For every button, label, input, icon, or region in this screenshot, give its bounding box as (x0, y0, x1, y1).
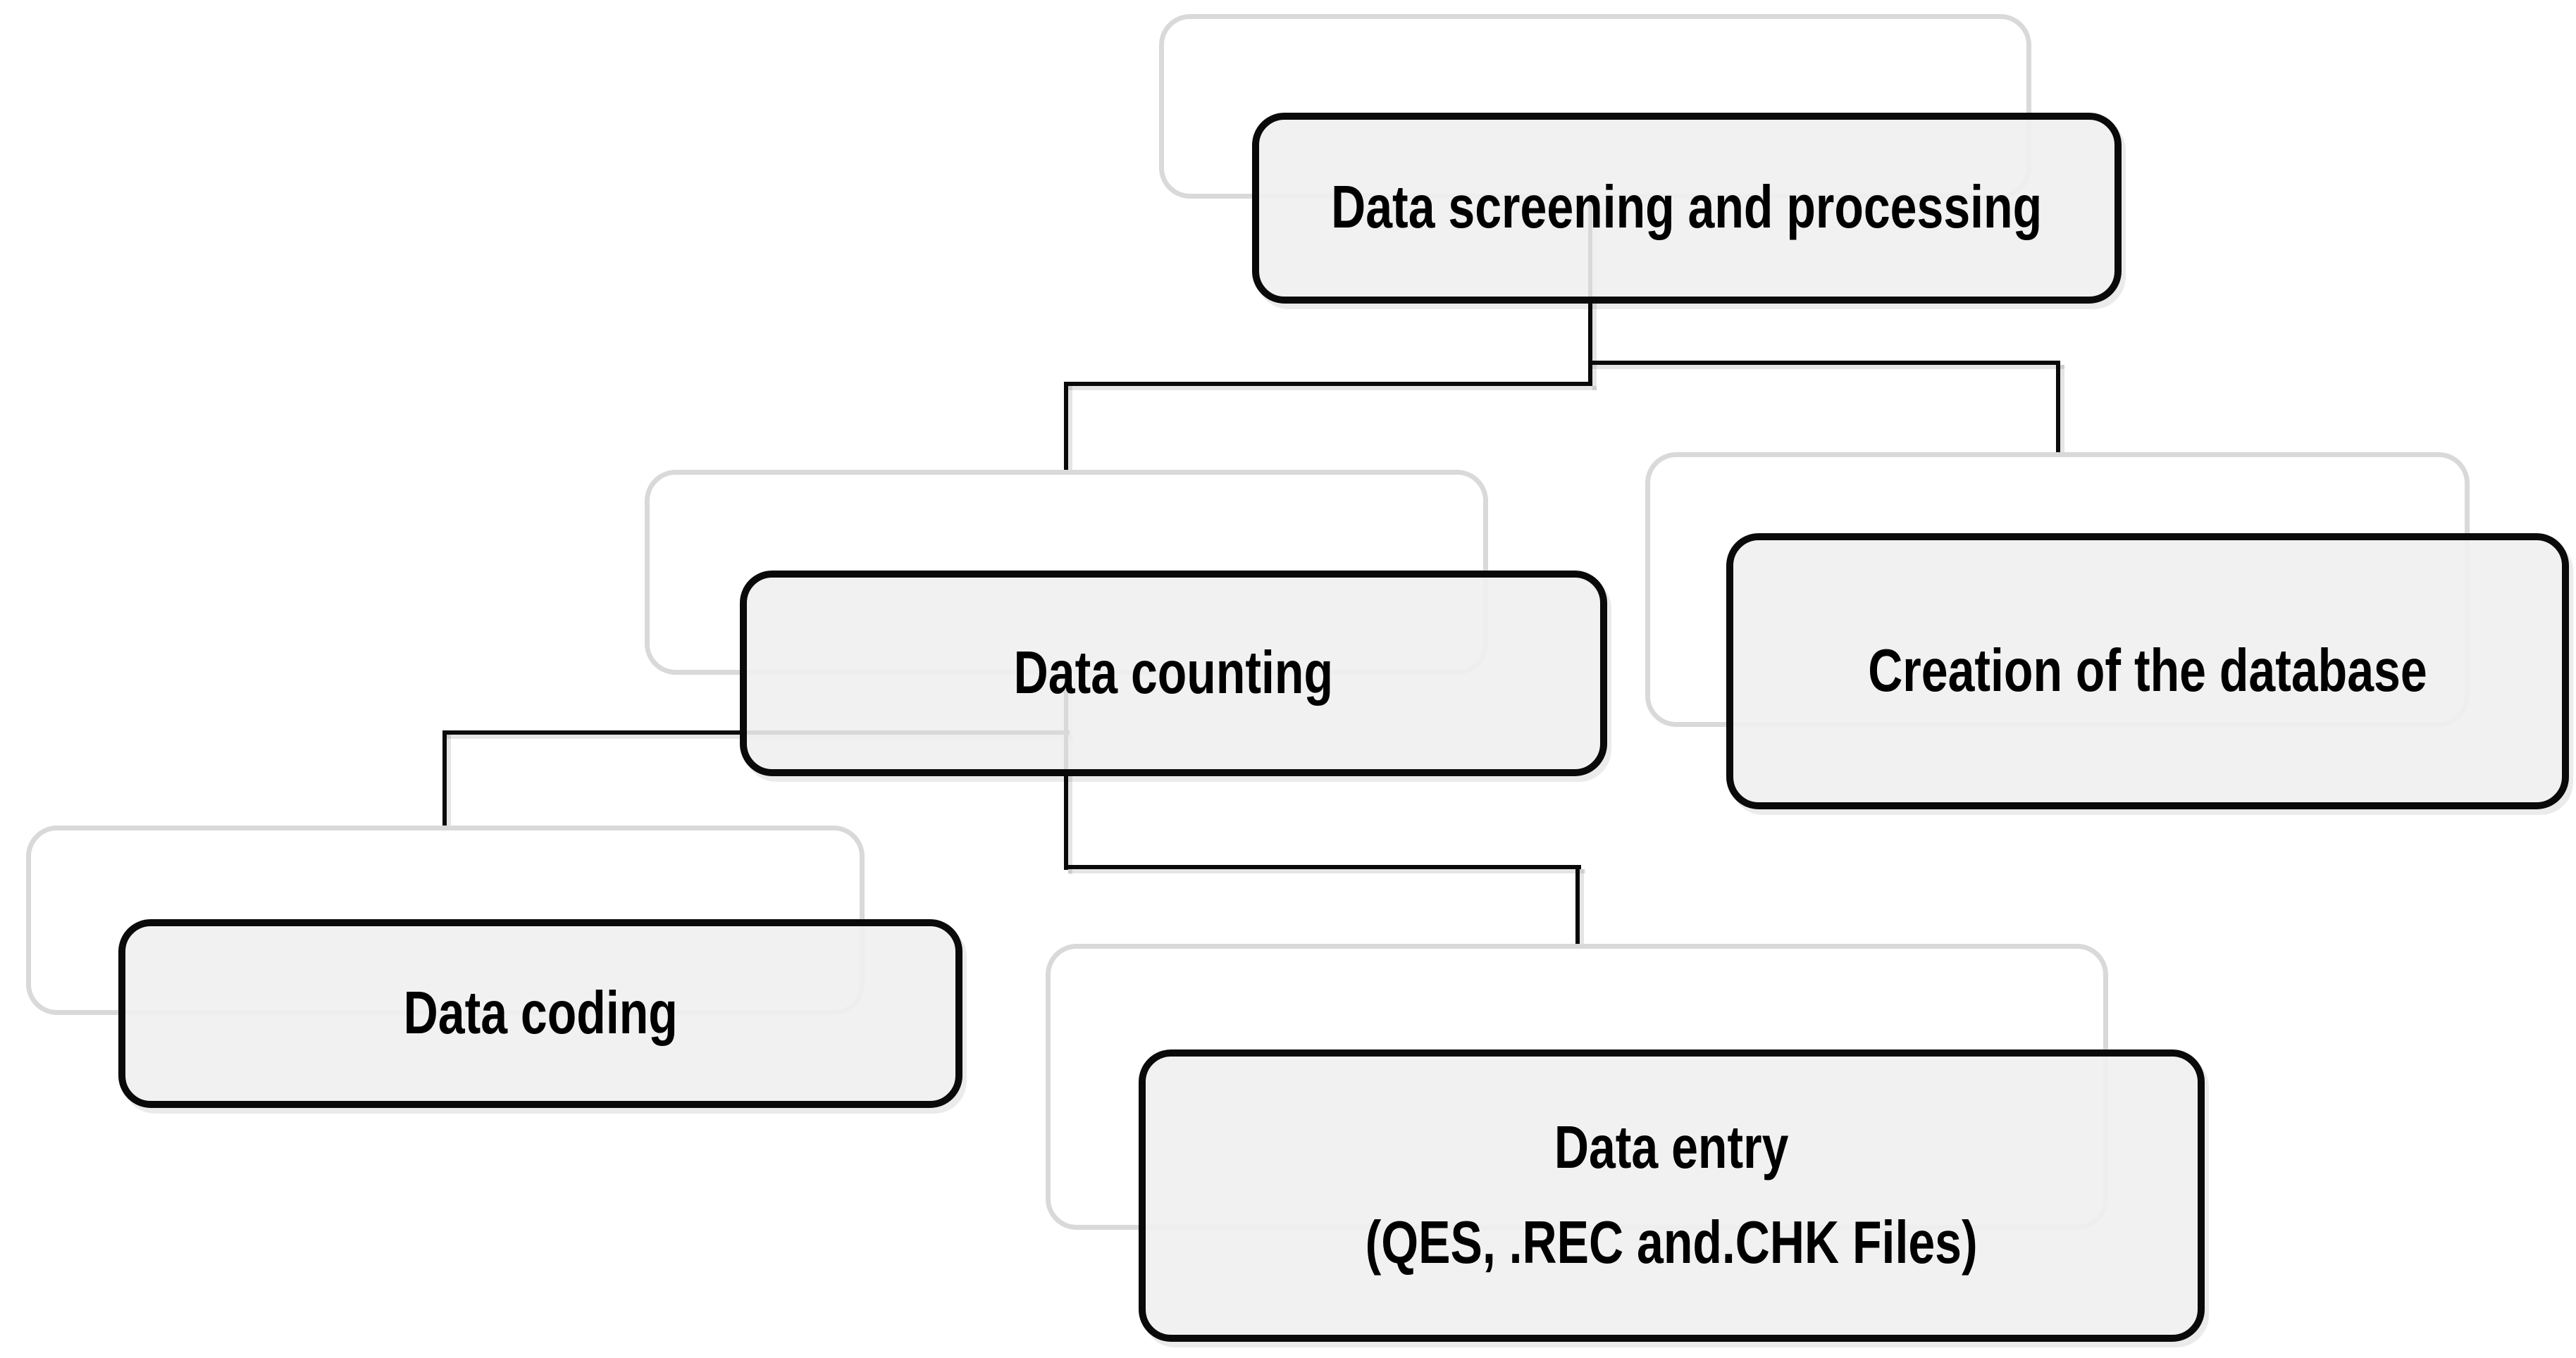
node-label: Data entry (QES, .REC and.CHK Files) (1366, 1101, 1978, 1290)
connector-to-creation-database-horizontal (1588, 361, 2060, 365)
connector-to-data-entry-vertical (1575, 865, 1580, 946)
node-label: Creation of the database (1868, 637, 2427, 704)
node-creation-of-the-database: Creation of the database (1726, 533, 2569, 809)
connector-to-data-counting-horizontal (1064, 382, 1592, 386)
node-data-counting: Data counting (740, 571, 1607, 776)
connector-to-data-coding-vertical (442, 730, 447, 828)
node-label: Data counting (1013, 639, 1334, 706)
node-data-screening-and-processing: Data screening and processing (1252, 113, 2122, 304)
node-label: Data screening and processing (1331, 174, 2043, 242)
node-data-coding: Data coding (118, 919, 962, 1108)
node-label-line2: (QES, .REC and.CHK Files) (1366, 1209, 1978, 1276)
node-label: Data coding (403, 979, 678, 1047)
node-data-entry: Data entry (QES, .REC and.CHK Files) (1139, 1049, 2205, 1342)
node-label-line1: Data entry (1554, 1114, 1789, 1182)
connector-to-data-counting-vertical (1064, 382, 1068, 472)
connector-to-creation-database-vertical (2056, 361, 2060, 454)
connector-to-data-entry-horizontal (1064, 865, 1581, 869)
